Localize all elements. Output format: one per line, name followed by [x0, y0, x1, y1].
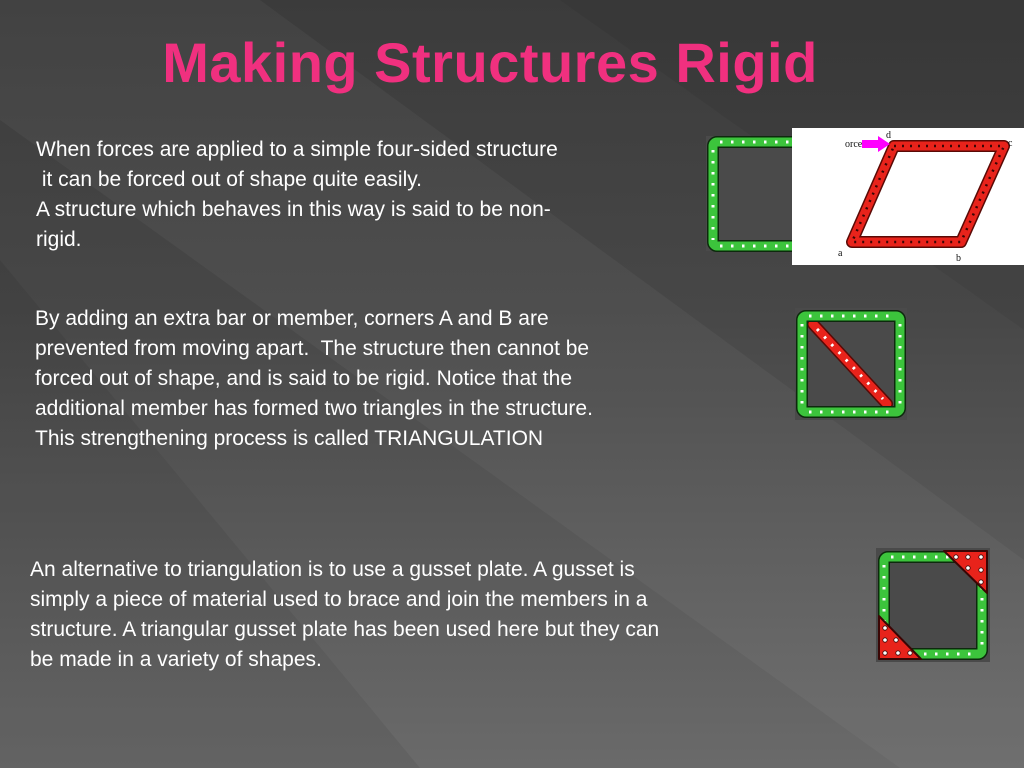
text-line: simply a piece of material used to brace…	[30, 588, 648, 611]
paragraph-gusset-plate: An alternative to triangulation is to us…	[30, 555, 659, 675]
non-rigid-frame-diagram: orce d c a b	[706, 128, 1024, 265]
corner-label-c: c	[1008, 138, 1013, 149]
force-label: orce	[845, 139, 863, 150]
gusset-plate-top-right	[943, 550, 988, 594]
text-line: This strengthening process is called TRI…	[35, 427, 544, 450]
text-line: forced out of shape, and is said to be r…	[35, 367, 572, 390]
paragraph-non-rigid: When forces are applied to a simple four…	[36, 135, 558, 255]
gusset-plate-bottom-left	[878, 615, 922, 660]
text-line: be made in a variety of shapes.	[30, 648, 322, 671]
text-line: it can be forced out of shape quite easi…	[36, 168, 423, 191]
triangulated-frame-diagram	[795, 308, 907, 420]
text-line: structure. A triangular gusset plate has…	[30, 618, 660, 641]
text-line: By adding an extra bar or member, corner…	[35, 307, 549, 330]
force-arrow-icon	[862, 136, 890, 152]
text-line: additional member has formed two triangl…	[35, 397, 593, 420]
text-line: When forces are applied to a simple four…	[36, 138, 558, 161]
paragraph-triangulation: By adding an extra bar or member, corner…	[35, 304, 593, 454]
text-line: An alternative to triangulation is to us…	[30, 558, 635, 581]
sheared-frame-panel: orce d c a b	[792, 128, 1024, 265]
slide-title: Making Structures Rigid	[162, 31, 818, 94]
corner-label-a: a	[838, 248, 843, 259]
gusset-plate-frame-diagram	[876, 548, 990, 662]
text-line: rigid.	[36, 228, 82, 251]
text-line: prevented from moving apart. The structu…	[35, 337, 590, 360]
corner-label-b: b	[956, 253, 961, 264]
corner-label-d: d	[886, 130, 891, 141]
text-line: A structure which behaves in this way is…	[36, 198, 551, 221]
